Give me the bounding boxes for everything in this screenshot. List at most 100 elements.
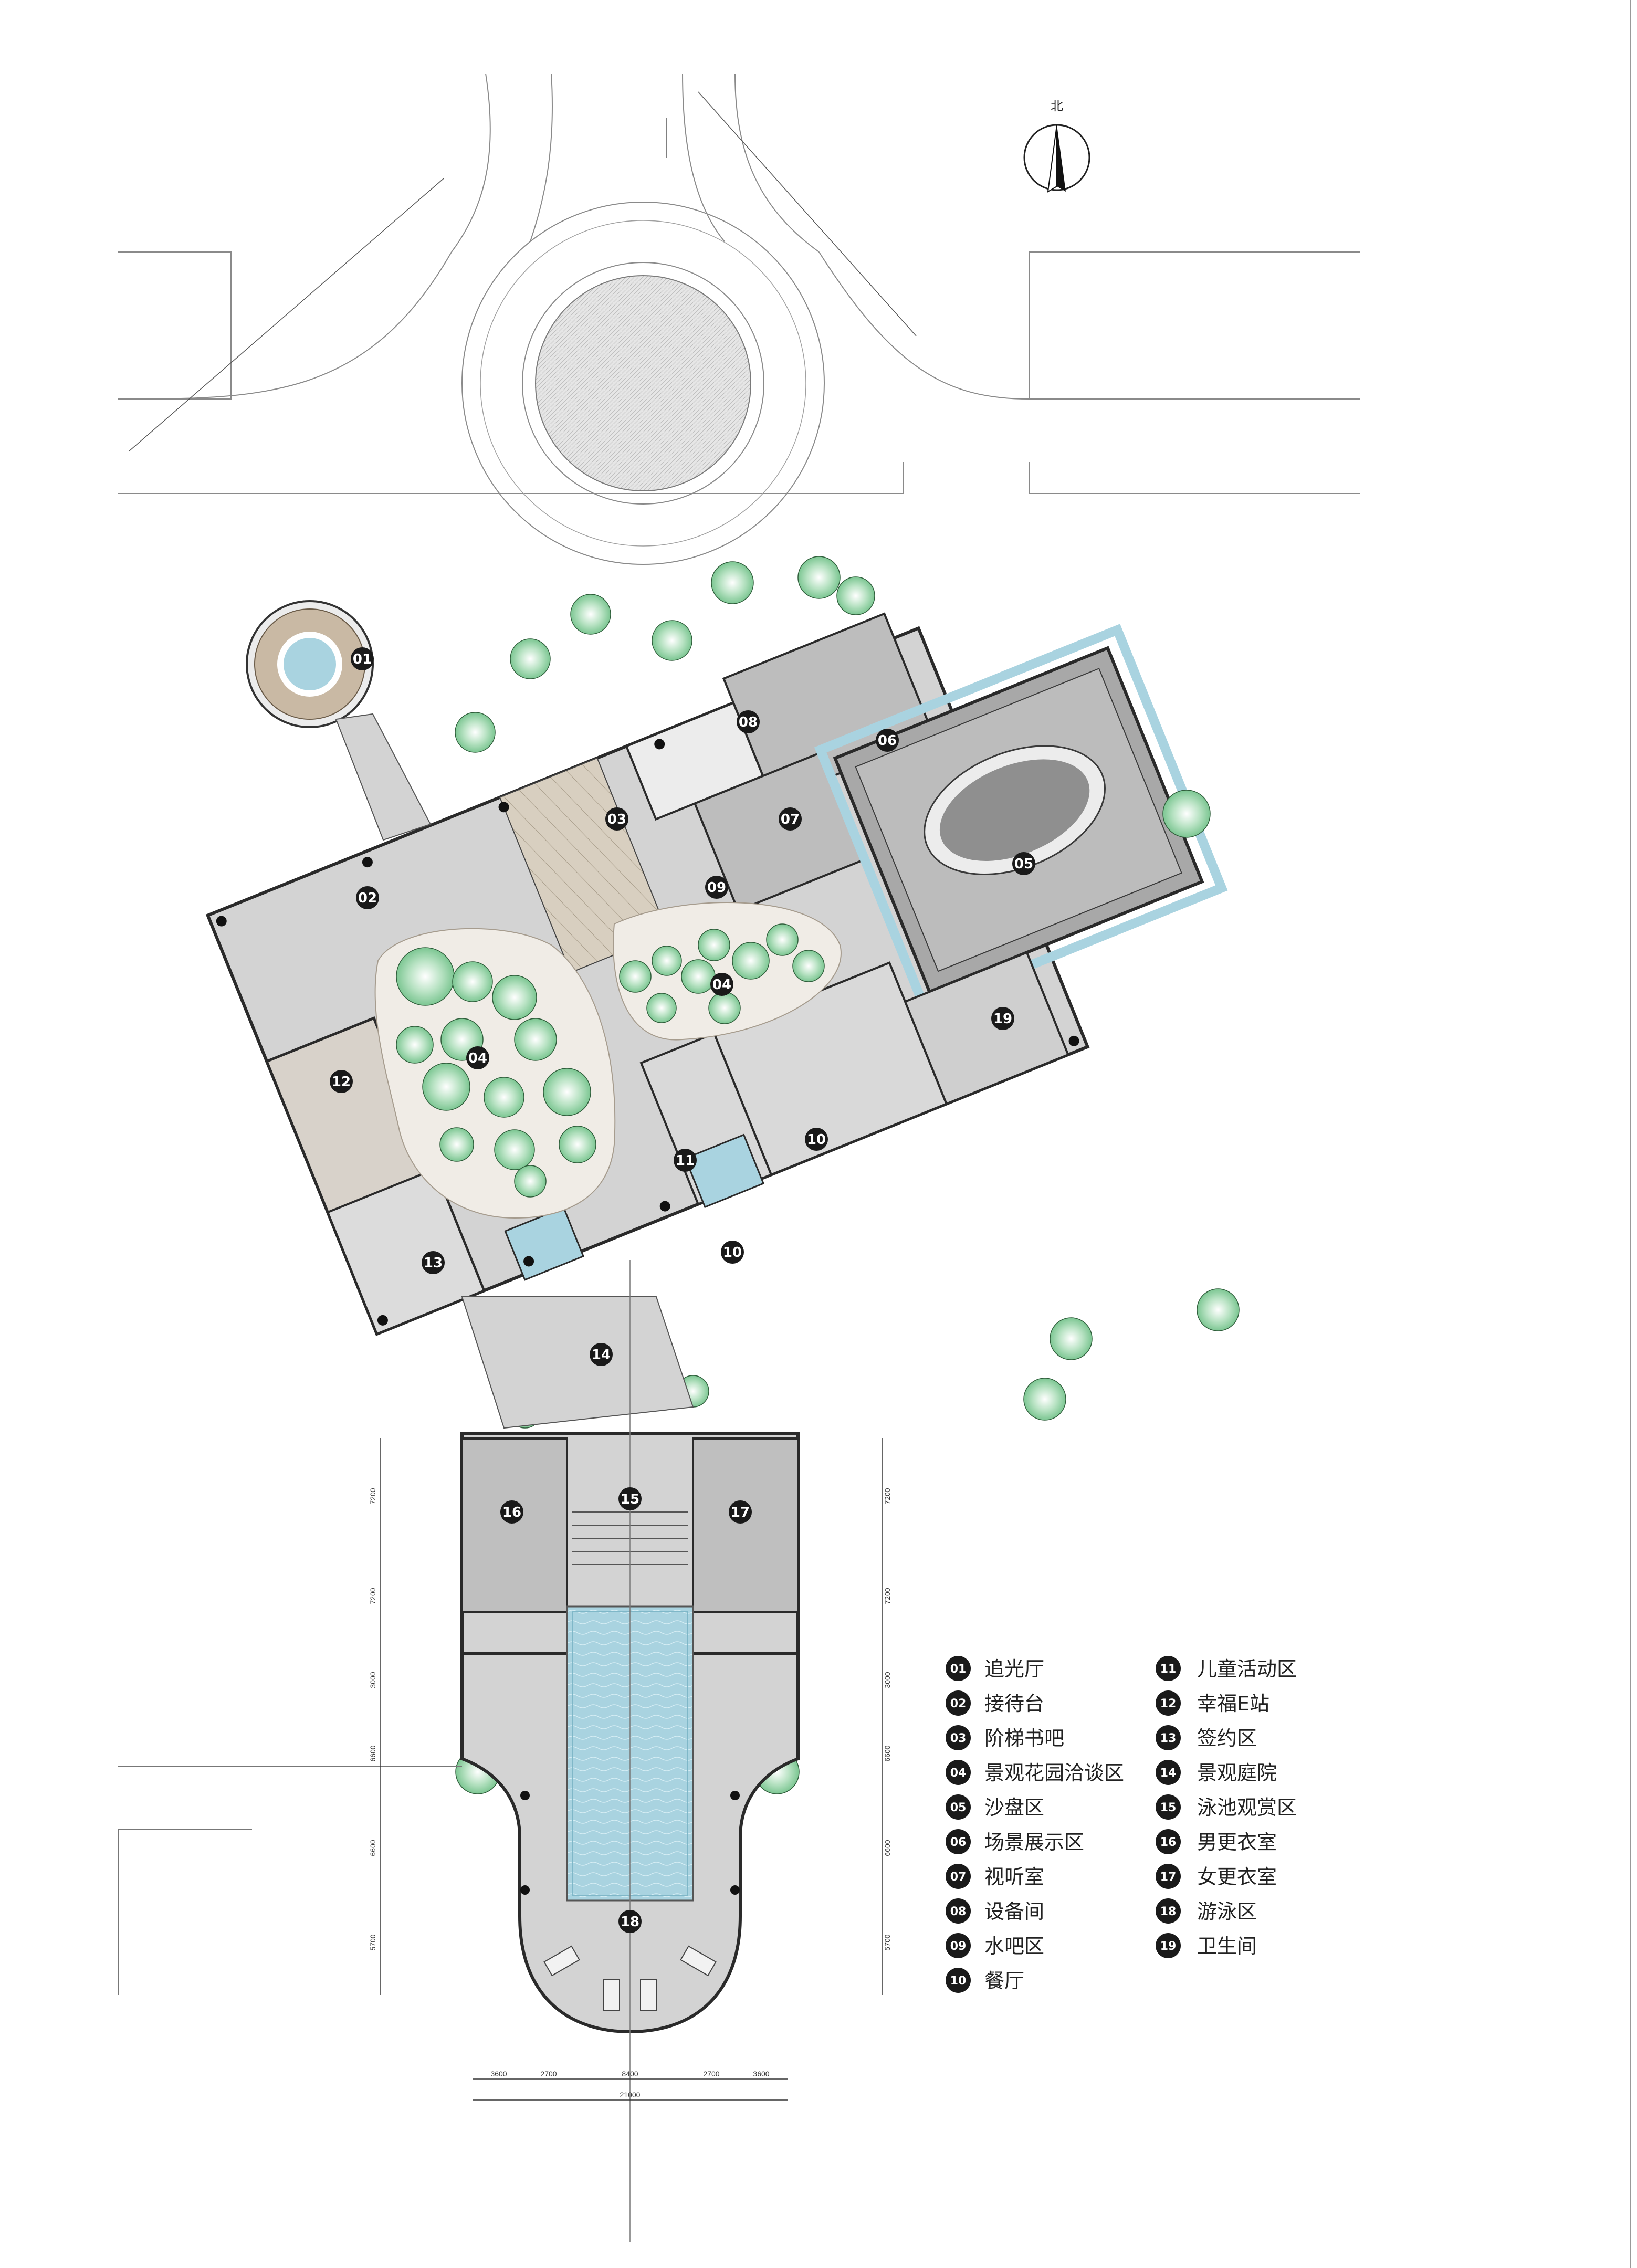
room-marker-02: 02 <box>356 886 379 909</box>
legend-item: 08 设备间 <box>946 1898 1044 1924</box>
dim-left-6: 5700 <box>369 1934 377 1950</box>
room-marker-01: 01 <box>351 647 374 670</box>
dim-right-4: 6600 <box>883 1745 891 1761</box>
dim-left-3: 3000 <box>369 1672 377 1688</box>
legend-item: 05 沙盘区 <box>946 1794 1044 1820</box>
ground-lines <box>118 1766 462 1995</box>
svg-text:05: 05 <box>950 1801 967 1814</box>
svg-text:13: 13 <box>424 1255 443 1271</box>
svg-text:10: 10 <box>807 1132 826 1148</box>
svg-text:16: 16 <box>1160 1836 1177 1849</box>
svg-text:06: 06 <box>878 733 897 749</box>
svg-text:05: 05 <box>1014 856 1033 872</box>
north-label: 北 <box>1051 99 1063 113</box>
legend-item: 12 幸福E站 <box>1156 1690 1269 1716</box>
svg-text:18: 18 <box>1160 1905 1177 1918</box>
svg-text:09: 09 <box>950 1940 967 1953</box>
svg-text:场景展示区: 场景展示区 <box>984 1831 1084 1854</box>
room-marker-12: 12 <box>330 1070 353 1093</box>
pool-side-dimension-values: 7200 7200 3000 6600 6600 5700 7200 7200 … <box>369 1488 891 1950</box>
room-marker-09: 09 <box>705 876 728 899</box>
light-hall <box>246 600 432 841</box>
svg-text:卫生间: 卫生间 <box>1197 1935 1257 1958</box>
svg-text:设备间: 设备间 <box>984 1900 1044 1923</box>
svg-text:16: 16 <box>502 1505 521 1520</box>
svg-text:07: 07 <box>950 1871 967 1884</box>
dim-right-2: 7200 <box>883 1588 891 1604</box>
svg-text:15: 15 <box>621 1492 639 1507</box>
site-dimension-lines <box>128 91 917 452</box>
svg-text:08: 08 <box>950 1905 967 1918</box>
svg-text:14: 14 <box>1160 1767 1177 1780</box>
legend-item: 15 泳池观赏区 <box>1156 1794 1297 1820</box>
svg-text:07: 07 <box>781 812 800 827</box>
room-marker-04b: 04 <box>466 1046 489 1069</box>
dim-bottom-1: 3600 <box>490 2070 507 2078</box>
room-marker-17: 17 <box>729 1500 752 1524</box>
room-marker-16: 16 <box>500 1500 523 1524</box>
svg-text:19: 19 <box>993 1011 1012 1027</box>
north-arrow: 北 <box>1023 99 1090 193</box>
dim-left-2: 7200 <box>369 1588 377 1604</box>
legend-item: 19 卫生间 <box>1156 1933 1257 1958</box>
room-marker-19: 19 <box>991 1007 1014 1030</box>
dim-right-6: 5700 <box>883 1934 891 1950</box>
roundabout <box>461 202 825 565</box>
svg-text:泳池观赏区: 泳池观赏区 <box>1197 1796 1297 1819</box>
svg-text:06: 06 <box>950 1836 967 1849</box>
legend-item: 01 追光厅 <box>946 1656 1044 1681</box>
dim-bottom-2: 2700 <box>540 2070 557 2078</box>
svg-text:游泳区: 游泳区 <box>1197 1900 1257 1923</box>
svg-text:儿童活动区: 儿童活动区 <box>1197 1657 1297 1681</box>
svg-text:餐厅: 餐厅 <box>984 1969 1024 1992</box>
room-marker-08: 08 <box>737 710 760 733</box>
bottom-dimension-values: 3600 2700 8400 2700 3600 21000 <box>490 2070 769 2099</box>
dim-bottom-3: 8400 <box>622 2070 638 2078</box>
svg-text:女更衣室: 女更衣室 <box>1197 1865 1277 1888</box>
svg-text:水吧区: 水吧区 <box>984 1935 1044 1958</box>
room-marker-06: 06 <box>876 729 899 752</box>
svg-text:12: 12 <box>1160 1697 1177 1710</box>
svg-text:01: 01 <box>950 1663 967 1676</box>
svg-text:幸福E站: 幸福E站 <box>1197 1692 1269 1715</box>
room-marker-05: 05 <box>1012 852 1035 875</box>
svg-text:10: 10 <box>723 1245 742 1261</box>
svg-text:08: 08 <box>739 715 758 730</box>
svg-text:景观花园洽谈区: 景观花园洽谈区 <box>984 1761 1124 1784</box>
svg-text:接待台: 接待台 <box>984 1692 1044 1715</box>
dim-bottom-4: 2700 <box>703 2070 719 2078</box>
room-marker-11: 11 <box>674 1149 697 1172</box>
room-marker-03: 03 <box>605 807 628 831</box>
dim-left-5: 6600 <box>369 1840 377 1856</box>
pool-dimension-rails <box>380 1438 883 2101</box>
room-marker-13: 13 <box>422 1251 445 1274</box>
svg-text:签约区: 签约区 <box>1197 1727 1257 1750</box>
svg-text:18: 18 <box>621 1914 639 1930</box>
svg-text:17: 17 <box>1160 1871 1177 1884</box>
svg-text:15: 15 <box>1160 1801 1177 1814</box>
room-marker-10a: 10 <box>805 1128 828 1151</box>
svg-text:追光厅: 追光厅 <box>984 1657 1044 1681</box>
dim-right-3: 3000 <box>883 1672 891 1688</box>
svg-text:09: 09 <box>707 880 726 896</box>
svg-text:12: 12 <box>332 1074 351 1090</box>
svg-text:02: 02 <box>358 890 377 906</box>
room-marker-07: 07 <box>779 807 802 831</box>
svg-text:01: 01 <box>353 652 372 667</box>
svg-text:19: 19 <box>1160 1940 1177 1953</box>
svg-text:11: 11 <box>676 1153 695 1169</box>
legend-item: 18 游泳区 <box>1156 1898 1257 1924</box>
main-building <box>205 556 1240 1794</box>
svg-text:03: 03 <box>607 812 626 827</box>
dim-left-4: 6600 <box>369 1745 377 1761</box>
svg-text:沙盘区: 沙盘区 <box>984 1796 1044 1819</box>
